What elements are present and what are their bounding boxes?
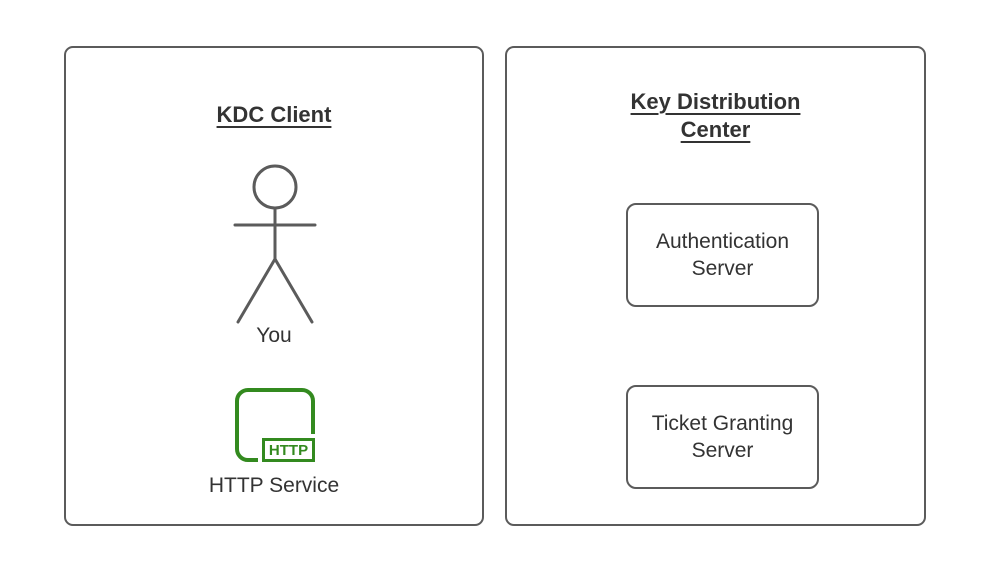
ticket-granting-server-label: Ticket Granting Server bbox=[651, 412, 794, 462]
kdc-title-text: Key Distribution Center bbox=[630, 89, 801, 142]
kdc-client-panel: KDC Client You HTTP HTTP Service bbox=[64, 46, 484, 526]
ticket-granting-server-node: Ticket Granting Server bbox=[626, 385, 819, 489]
actor-label: You bbox=[256, 324, 292, 347]
http-badge: HTTP bbox=[262, 438, 315, 462]
authentication-server-label: Authentication Server bbox=[655, 230, 790, 280]
kdc-title: Key Distribution Center bbox=[507, 88, 924, 144]
kdc-client-title-text: KDC Client bbox=[216, 102, 332, 127]
key-distribution-center-panel: Key Distribution Center Authentication S… bbox=[505, 46, 926, 526]
http-service-icon: HTTP bbox=[235, 388, 315, 462]
kdc-client-title: KDC Client bbox=[66, 101, 482, 129]
http-service-label: HTTP Service bbox=[208, 474, 340, 497]
person-icon bbox=[233, 164, 317, 324]
authentication-server-node: Authentication Server bbox=[626, 203, 819, 307]
